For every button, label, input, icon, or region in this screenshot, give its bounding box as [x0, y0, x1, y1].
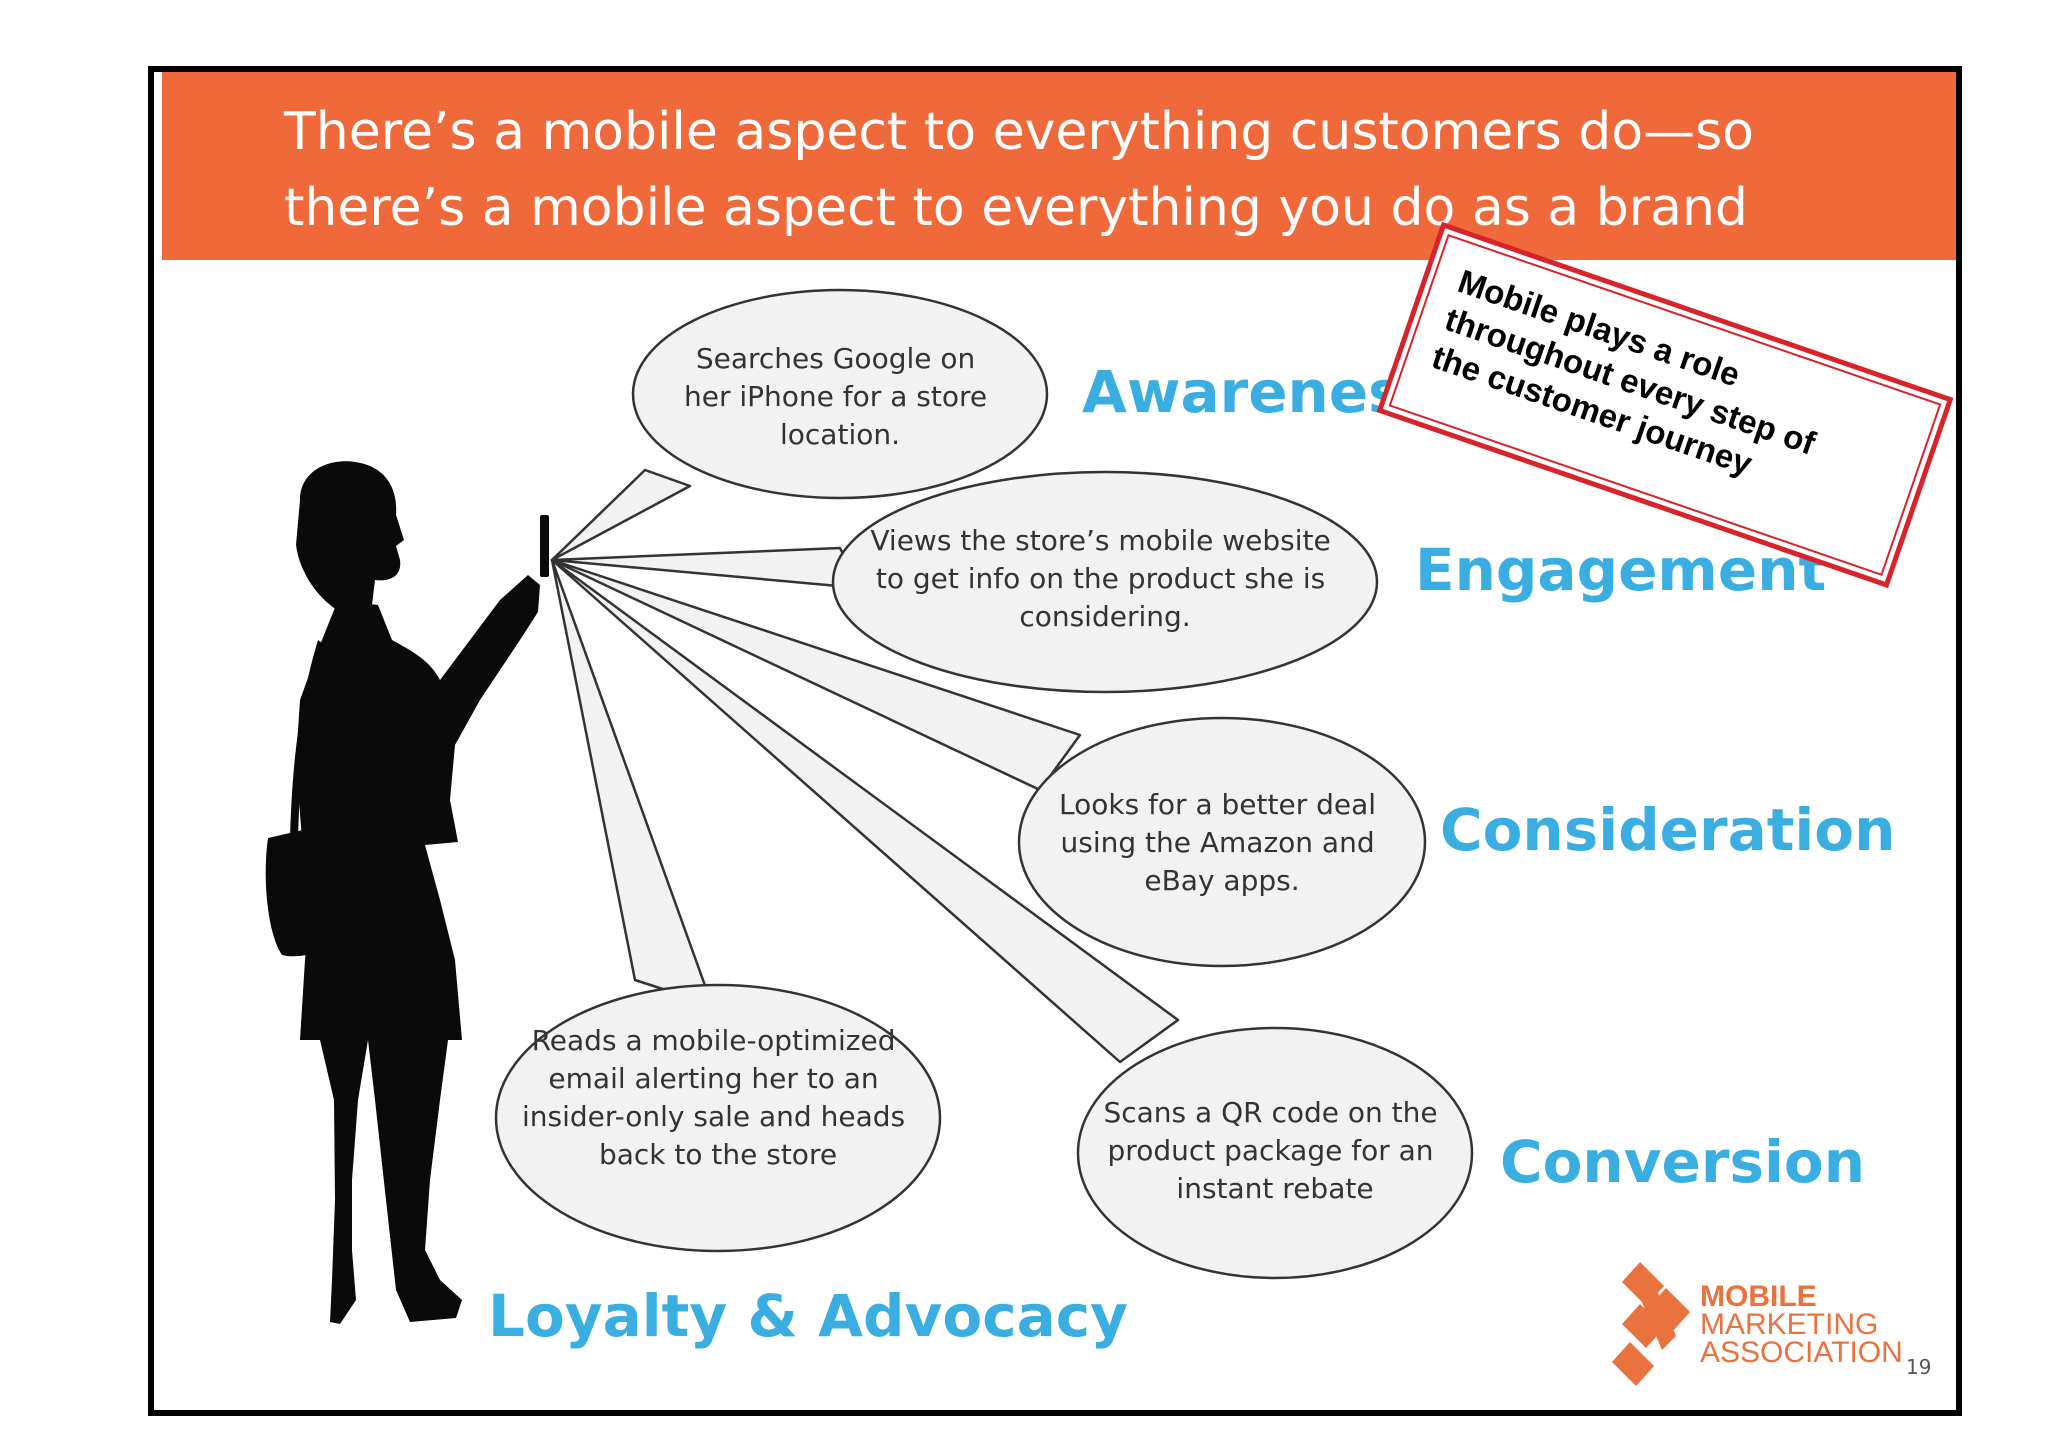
mma-logo: MOBILE MARKETING ASSOCIATION	[1612, 1262, 1903, 1386]
bubble-tails	[550, 468, 1180, 1064]
bubble-line: Scans a QR code on the	[1103, 1096, 1437, 1129]
slide-header: There’s a mobile aspect to everything cu…	[162, 72, 1956, 260]
stage-label-loyalty-advocacy: Loyalty & Advocacy	[488, 1282, 1128, 1350]
logo-line-mobile: MOBILE	[1700, 1280, 1817, 1313]
stage-label-engagement: Engagement	[1415, 536, 1826, 604]
slide-title: There’s a mobile aspect to everything cu…	[284, 94, 1756, 246]
bubble-line: instant rebate	[1176, 1172, 1373, 1205]
bubble-line: her iPhone for a store	[684, 380, 987, 413]
bubble-line: insider-only sale and heads	[522, 1100, 905, 1133]
stage-label-awareness: Awareness	[1082, 358, 1437, 426]
bubble-line: back to the store	[599, 1138, 837, 1171]
bubble-line: Views the store’s mobile website	[870, 524, 1330, 557]
stage-label-conversion: Conversion	[1500, 1128, 1865, 1196]
logo-text: MOBILE MARKETING ASSOCIATION	[1700, 1280, 1903, 1369]
bubble-text-loyalty: Reads a mobile-optimized email alerting …	[522, 1024, 914, 1171]
bubble-tail-consideration	[550, 558, 1082, 792]
stage-label-consideration: Consideration	[1440, 796, 1895, 864]
bubble-text-awareness: Searches Google on her iPhone for a stor…	[684, 342, 996, 451]
bubble-text-conversion: Scans a QR code on the product package f…	[1103, 1096, 1446, 1205]
bubble-line: eBay apps.	[1144, 864, 1299, 897]
bubble-text-consideration: Looks for a better deal using the Amazon…	[1059, 788, 1385, 897]
page-number: 19	[1906, 1355, 1931, 1379]
bubble-tail-conversion	[550, 558, 1180, 1064]
bubble-line: considering.	[1019, 600, 1190, 633]
bubble-line: Looks for a better deal	[1059, 788, 1376, 821]
bubble-line: to get info on the product she is	[876, 562, 1325, 595]
woman-silhouette-with-phone-icon	[265, 461, 549, 1324]
title-line: there’s a mobile aspect to everything yo…	[284, 178, 1748, 238]
logo-line-association: ASSOCIATION	[1700, 1336, 1903, 1369]
bubble-line: Searches Google on	[696, 342, 975, 375]
stamp-callout: Mobile plays a role throughout every ste…	[1376, 221, 1954, 589]
bubble-text-engagement: Views the store’s mobile website to get …	[870, 524, 1339, 633]
bubble-line: location.	[780, 418, 900, 451]
bubble-tail-awareness	[550, 468, 692, 562]
bubble-line: email alerting her to an	[548, 1062, 878, 1095]
bubble-line: Reads a mobile-optimized	[532, 1024, 896, 1057]
tail-seams	[499, 293, 1469, 1275]
mma-logo-icon	[1612, 1262, 1690, 1386]
bubble-line: using the Amazon and	[1060, 826, 1374, 859]
title-line: There’s a mobile aspect to everything cu…	[284, 102, 1754, 162]
logo-line-marketing: MARKETING	[1700, 1308, 1878, 1341]
bubble-line: product package for an	[1108, 1134, 1434, 1167]
